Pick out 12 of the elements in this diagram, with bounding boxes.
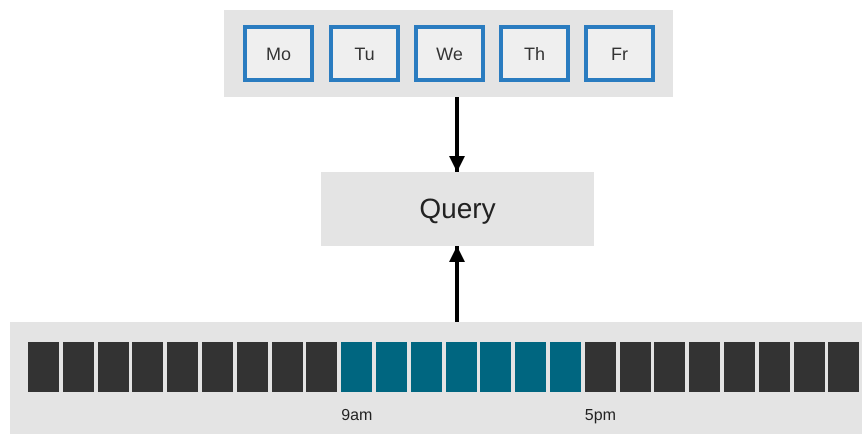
timeline-panel	[10, 322, 862, 434]
time-label: 5pm	[584, 406, 616, 426]
day-box: Fr	[584, 25, 655, 82]
arrow	[449, 97, 465, 172]
day-box: Th	[499, 25, 570, 82]
time-label: 9am	[341, 406, 372, 426]
day-box: Mo	[243, 25, 314, 82]
query-box: Query	[321, 172, 594, 246]
arrow	[449, 246, 465, 322]
day-box: Tu	[329, 25, 400, 82]
day-box: We	[414, 25, 485, 82]
panel	[224, 10, 673, 97]
